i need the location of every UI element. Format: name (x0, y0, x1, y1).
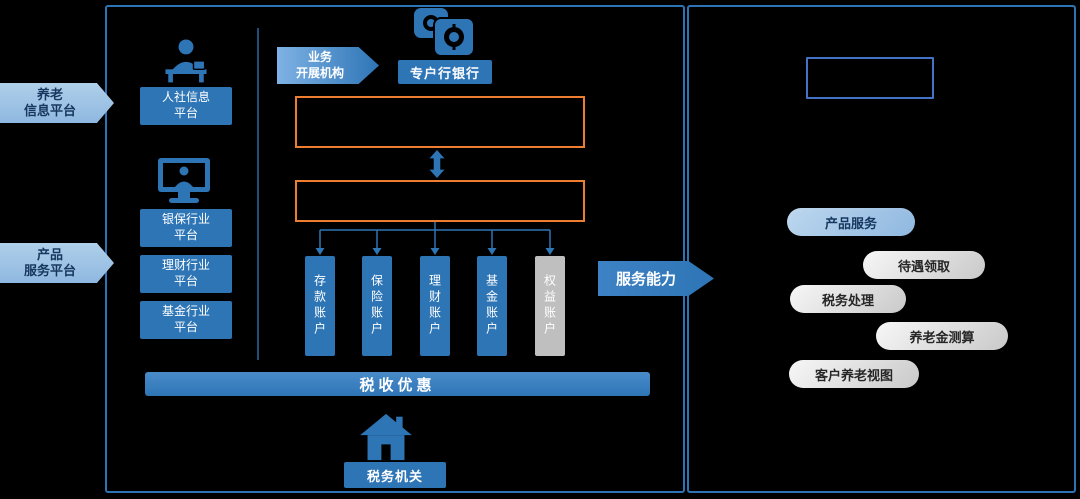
account-box-wealth: 理财账户 (420, 256, 450, 356)
account-box-equity: 权益账户 (535, 256, 565, 356)
industry-platform-box: 银保行业 平台 (140, 209, 232, 247)
pill-product-service: 产品服务 (787, 208, 915, 236)
bank-label: 专户行银行 (398, 60, 492, 84)
industry-platform-box: 基金行业 平台 (140, 301, 232, 339)
account-label: 基金账户 (484, 274, 499, 338)
label-pension-info-platform: 养老 信息平台 (0, 83, 114, 123)
divider-line (257, 28, 259, 360)
pill-tax-processing: 税务处理 (790, 285, 906, 313)
right-panel-empty-box (806, 57, 934, 99)
account-box-insurance: 保险账户 (362, 256, 392, 356)
house-icon (357, 413, 415, 461)
pill-customer-pension-view: 客户养老视图 (789, 360, 919, 388)
pill-pension-calculation: 养老金测算 (876, 322, 1008, 350)
account-label: 存款账户 (312, 274, 327, 338)
bank-vault-icon (412, 6, 476, 58)
account-box-deposit: 存款账户 (305, 256, 335, 356)
label-product-service-platform: 产品 服务平台 (0, 243, 114, 283)
person-desk-icon (158, 36, 214, 84)
industry-platform-box: 理财行业 平台 (140, 255, 232, 293)
orange-layer-box-bottom (295, 180, 585, 222)
pill-benefit-collection: 待遇领取 (863, 251, 985, 279)
main-diagram-panel (105, 5, 685, 493)
business-org-arrow: 业务 开展机构 (277, 47, 379, 84)
account-box-fund: 基金账户 (477, 256, 507, 356)
account-label: 权益账户 (542, 274, 557, 338)
social-info-platform-box: 人社信息 平台 (140, 87, 232, 125)
account-label: 理财账户 (427, 274, 442, 338)
service-capability-arrow: 服务能力 (598, 261, 714, 296)
tax-benefit-bar: 税收优惠 (145, 372, 650, 396)
right-diagram-panel (687, 5, 1076, 493)
account-connector-lines (290, 222, 590, 256)
account-label: 保险账户 (369, 274, 384, 338)
tax-authority-label: 税务机关 (344, 462, 446, 488)
monitor-icon (152, 156, 216, 206)
double-vertical-arrow-icon (429, 150, 445, 178)
orange-layer-box-top (295, 96, 585, 148)
